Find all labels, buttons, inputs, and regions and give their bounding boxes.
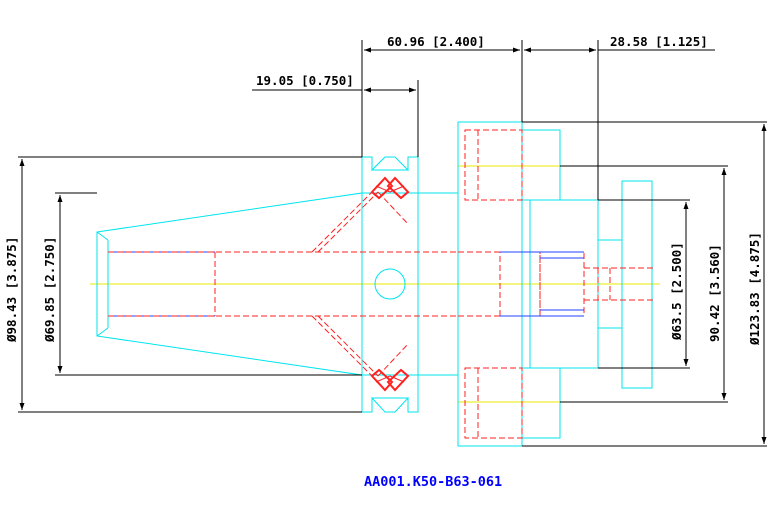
pull-stud-bore [108, 251, 215, 317]
dimension-lines [18, 40, 767, 447]
dim-overall-length: 60.96 [2.400] [387, 34, 485, 49]
dim-taper-large-dia: Ø98.43 [3.875] [4, 237, 19, 343]
part-number: AA001.K50-B63-061 [364, 474, 502, 490]
dim-face-dia: Ø123.83 [4.875] [747, 232, 762, 346]
dim-taper-small-dia: Ø69.85 [2.750] [42, 237, 57, 343]
adapter-plate [457, 121, 653, 447]
dim-bolt-circle: 90.42 [3.560] [707, 244, 722, 342]
dim-adapter-projection: 28.58 [1.125] [610, 34, 708, 49]
adapter-threads [500, 251, 584, 317]
dim-flange-width: 19.05 [0.750] [256, 73, 354, 88]
flange-body [361, 156, 459, 413]
drive-balls [370, 176, 410, 392]
dim-pilot-dia: Ø63.5 [2.500] [669, 242, 684, 341]
